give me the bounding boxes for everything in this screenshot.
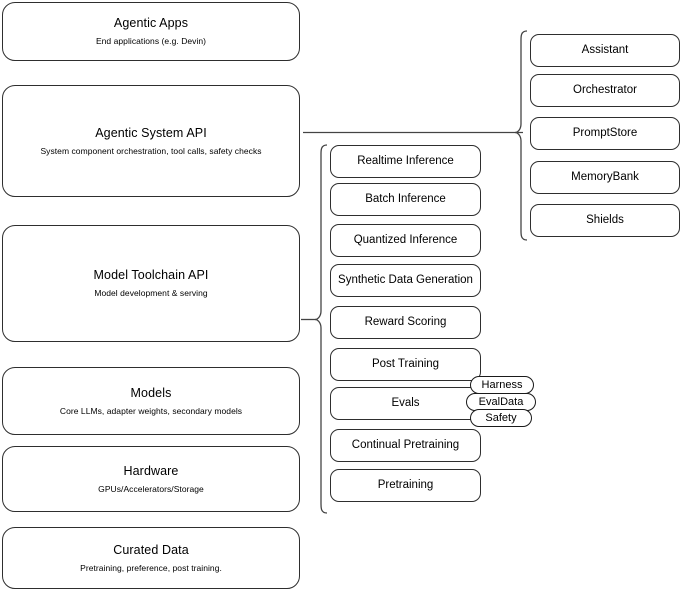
layer-title: Hardware <box>123 463 179 478</box>
agentic-item-shields[interactable]: Shields <box>530 204 680 237</box>
pill-label: Safety <box>485 412 517 424</box>
layer-subtitle: Core LLMs, adapter weights, secondary mo… <box>59 405 243 416</box>
layer-model-toolchain-api[interactable]: Model Toolchain API Model development & … <box>2 225 300 342</box>
layer-title: Curated Data <box>113 542 189 557</box>
agentic-item-orchestrator[interactable]: Orchestrator <box>530 74 680 107</box>
layer-agentic-system-api[interactable]: Agentic System API System component orch… <box>2 85 300 197</box>
toolchain-item-batch-inference[interactable]: Batch Inference <box>330 183 481 216</box>
toolchain-item-continual-pretraining[interactable]: Continual Pretraining <box>330 429 481 462</box>
agentic-item-assistant[interactable]: Assistant <box>530 34 680 67</box>
chip-label: Pretraining <box>377 478 434 491</box>
layer-subtitle: Pretraining, preference, post training. <box>80 562 222 573</box>
toolchain-item-realtime-inference[interactable]: Realtime Inference <box>330 145 481 178</box>
chip-label: Post Training <box>371 357 440 370</box>
layer-title: Agentic System API <box>95 125 207 140</box>
layer-subtitle: GPUs/Accelerators/Storage <box>98 483 204 494</box>
pill-label: Harness <box>481 379 523 391</box>
chip-label: Quantized Inference <box>353 233 458 246</box>
layer-title: Model Toolchain API <box>93 268 209 283</box>
toolchain-item-synthetic-data-generation[interactable]: Synthetic Data Generation <box>330 264 481 297</box>
chip-label: Orchestrator <box>573 83 637 96</box>
agentic-item-promptstore[interactable]: PromptStore <box>530 117 680 150</box>
layer-subtitle: System component orchestration, tool cal… <box>40 145 262 156</box>
layer-models[interactable]: Models Core LLMs, adapter weights, secon… <box>2 367 300 435</box>
layer-title: Agentic Apps <box>113 16 189 31</box>
chip-label: Batch Inference <box>365 192 446 205</box>
chip-label: Continual Pretraining <box>351 438 460 451</box>
layer-hardware[interactable]: Hardware GPUs/Accelerators/Storage <box>2 446 300 512</box>
toolchain-item-quantized-inference[interactable]: Quantized Inference <box>330 224 481 257</box>
chip-label: Assistant <box>581 43 629 56</box>
layer-title: Models <box>130 385 172 400</box>
toolchain-item-evals[interactable]: Evals <box>330 387 481 420</box>
pill-label: EvalData <box>478 396 524 408</box>
layer-subtitle: End applications (e.g. Devin) <box>95 36 207 46</box>
chip-label: PromptStore <box>572 126 638 139</box>
chip-label: Reward Scoring <box>364 315 447 328</box>
chip-label: Realtime Inference <box>357 154 454 167</box>
chip-label: Shields <box>586 213 624 226</box>
chip-label: Synthetic Data Generation <box>338 273 473 286</box>
eval-badge-harness[interactable]: Harness <box>470 376 534 394</box>
agentic-item-memorybank[interactable]: MemoryBank <box>530 161 680 194</box>
layer-curated-data[interactable]: Curated Data Pretraining, preference, po… <box>2 527 300 589</box>
chip-label: Evals <box>391 396 420 409</box>
layer-agentic-apps[interactable]: Agentic Apps End applications (e.g. Devi… <box>2 2 300 61</box>
layer-subtitle: Model development & serving <box>94 288 208 298</box>
toolchain-item-post-training[interactable]: Post Training <box>330 348 481 381</box>
chip-label: MemoryBank <box>571 170 639 183</box>
toolchain-item-pretraining[interactable]: Pretraining <box>330 469 481 502</box>
eval-badge-safety[interactable]: Safety <box>470 409 532 427</box>
toolchain-item-reward-scoring[interactable]: Reward Scoring <box>330 306 481 339</box>
